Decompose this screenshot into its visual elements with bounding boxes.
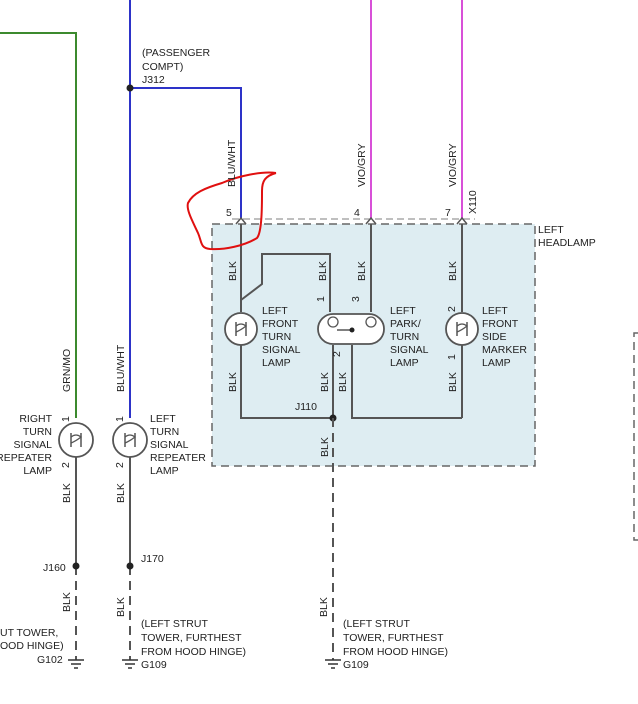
label-blk-b: BLK [317,261,329,281]
label-pin-l2: 2 [114,462,126,468]
label-left-rep-4: REPEATER [150,452,206,464]
label-blk-n: BLK [318,597,330,617]
adjacent-component-housing [633,332,638,541]
label-park-2: PARK/ [390,318,421,330]
ground-g102-icon [68,659,84,669]
label-blk-f: BLK [319,372,331,392]
label-right-rep-2: TURN [23,426,52,438]
label-blk-i: BLK [319,437,331,457]
label-park-1: LEFT [390,305,416,317]
label-blk-k: BLK [115,483,127,503]
label-g102: G102 [37,654,63,666]
label-front-turn-1: LEFT [262,305,288,317]
label-j170: J170 [141,553,164,565]
label-pin-l1: 1 [114,416,126,422]
left-headlamp-housing [211,223,536,467]
label-pin-p2: 2 [331,351,343,357]
splice-j312 [126,84,134,92]
label-j110: J110 [295,401,317,413]
left-park-turn-signal-lamp-icon [317,313,385,345]
label-strut-left-2: OOD HINGE) [0,640,64,652]
label-left-headlamp-1: LEFT [538,224,564,236]
label-front-turn-4: SIGNAL [262,344,301,356]
label-left-rep-5: LAMP [150,465,179,477]
label-vio-gry-2: VIO/GRY [447,143,459,187]
label-g109-b: G109 [343,659,369,671]
label-passenger-compt: (PASSENGER [142,47,210,59]
label-blk-e: BLK [227,372,239,392]
label-strut-mid-2: TOWER, FURTHEST [141,632,242,644]
right-turn-signal-repeater-lamp-icon [58,422,94,458]
label-side-3: SIDE [482,331,507,343]
label-left-rep-2: TURN [150,426,179,438]
label-blk-a: BLK [227,261,239,281]
left-front-side-marker-lamp-icon [445,312,479,346]
label-strut-left-1: UT TOWER, [0,627,58,639]
label-right-rep-4: REPEATER [0,452,52,464]
blue-wire-branch [130,87,242,218]
label-pin-s1: 1 [446,354,458,360]
label-right-rep-1: RIGHT [19,413,52,425]
label-pin-p3: 3 [350,296,362,302]
red-annotation-mark [186,171,277,251]
label-park-3: TURN [390,331,419,343]
label-blk-l: BLK [61,592,73,612]
label-blk-c: BLK [356,261,368,281]
label-pin-4: 4 [354,207,360,219]
blk-wire-front-turn-ground [240,345,333,419]
label-front-turn-5: LAMP [262,357,291,369]
label-front-turn-3: TURN [262,331,291,343]
splice-j170 [126,562,134,570]
label-park-5: LAMP [390,357,419,369]
label-j160: J160 [43,562,66,574]
label-vio-gry-1: VIO/GRY [356,143,368,187]
label-strut-mid-1: (LEFT STRUT [141,618,208,630]
label-left-rep-3: SIGNAL [150,439,189,451]
label-strut-right-2: TOWER, FURTHEST [343,632,444,644]
connector-pin-5 [235,216,247,225]
label-pin-r1: 1 [60,416,72,422]
label-blu-wht-left: BLU/WHT [115,344,127,392]
label-right-rep-3: SIGNAL [13,439,52,451]
label-grn-mo: GRN/MO [61,349,73,392]
label-g109-a: G109 [141,659,167,671]
label-blk-g: BLK [337,372,349,392]
label-pin-p1: 1 [315,296,327,302]
label-blk-h: BLK [447,372,459,392]
left-front-turn-signal-lamp-icon [224,312,258,346]
label-blk-j: BLK [61,483,73,503]
label-blk-m: BLK [115,597,127,617]
label-x110: X110 [467,190,479,214]
connector-pin-4 [365,216,377,225]
label-blk-d: BLK [447,261,459,281]
label-left-headlamp-2: HEADLAMP [538,237,596,249]
label-blu-wht-top: BLU/WHT [226,139,238,187]
label-side-1: LEFT [482,305,508,317]
green-wire [0,32,77,418]
label-pin-7: 7 [445,207,451,219]
label-right-rep-5: LAMP [23,465,52,477]
ground-g109-a-icon [122,659,138,669]
label-park-4: SIGNAL [390,344,429,356]
ground-g109-b-icon [325,659,341,669]
label-pin-r2: 2 [60,462,72,468]
blk-wire-park-feed [240,253,331,312]
label-side-4: MARKER [482,344,527,356]
label-side-2: FRONT [482,318,519,330]
label-strut-right-1: (LEFT STRUT [343,618,410,630]
splice-j160 [72,562,80,570]
label-pin-s2: 2 [446,306,458,312]
label-side-5: LAMP [482,357,511,369]
label-j312: J312 [142,74,165,86]
label-passenger-compt-2: COMPT) [142,61,183,73]
blk-wire-park-ground-2 [351,345,462,419]
label-pin-5: 5 [226,207,232,219]
label-strut-mid-3: FROM HOOD HINGE) [141,646,246,658]
label-strut-right-3: FROM HOOD HINGE) [343,646,448,658]
label-left-rep-1: LEFT [150,413,176,425]
label-front-turn-2: FRONT [262,318,299,330]
left-turn-signal-repeater-lamp-icon [112,422,148,458]
connector-pin-7 [456,216,468,225]
